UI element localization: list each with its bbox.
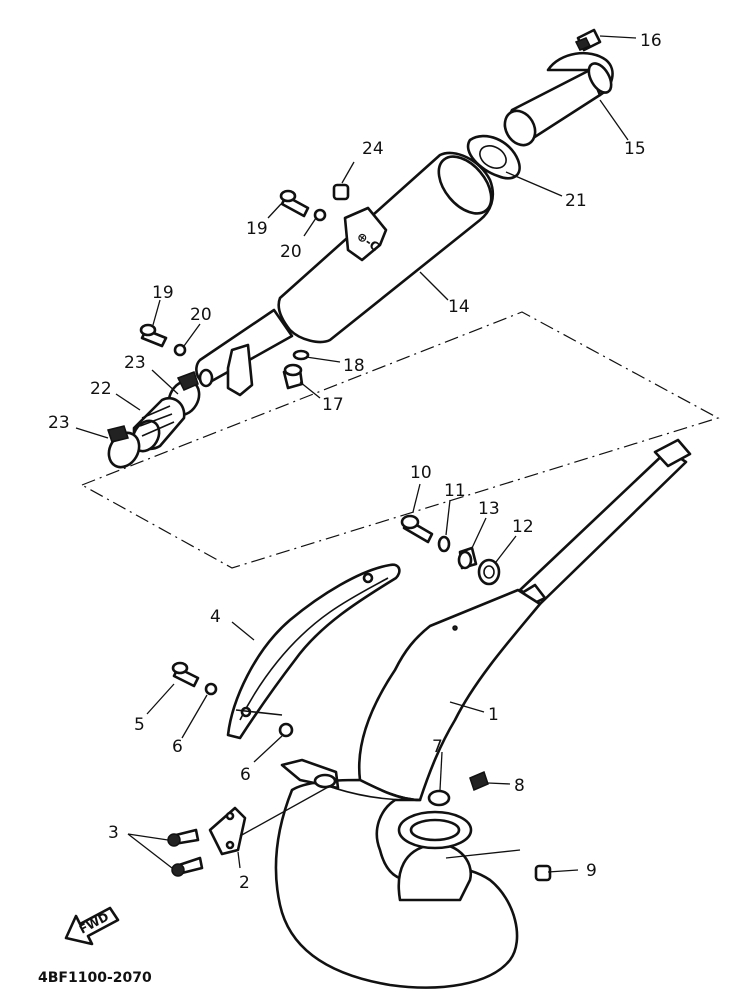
- fwd-arrow-icon: FWD: [64, 906, 120, 946]
- washer-6-upper-part: [204, 682, 218, 696]
- collar-13-part: [457, 546, 478, 570]
- callout-24: 24: [362, 139, 384, 159]
- callout-18: 18: [343, 356, 365, 376]
- stud-8-part: [469, 770, 489, 792]
- callout-19-upper: 19: [246, 219, 268, 239]
- grommet-12-part: [477, 558, 501, 586]
- callout-10: 10: [410, 463, 432, 483]
- end-cap-part: [503, 51, 614, 147]
- washer-6-lower-part: [278, 722, 294, 738]
- callout-1: 1: [488, 705, 499, 725]
- bolt-16-part: [574, 28, 602, 52]
- callout-21: 21: [565, 191, 587, 211]
- nut-9-part: [534, 864, 552, 882]
- callout-23-lower: 23: [48, 413, 70, 433]
- bracket-2-part: [208, 806, 247, 856]
- bolt-19-lower-part: [139, 323, 168, 348]
- nut-24-part: [332, 183, 350, 201]
- callout-20-lower: 20: [190, 305, 212, 325]
- bolt-10-part: [400, 514, 434, 544]
- gasket-part: [466, 134, 521, 180]
- gasket-7-part: [427, 789, 451, 807]
- callout-4: 4: [210, 607, 221, 627]
- callout-19-lower: 19: [152, 283, 174, 303]
- bolt-3-lower-part: [171, 856, 204, 877]
- heat-guard-part: [226, 563, 401, 740]
- callout-14: 14: [448, 297, 470, 317]
- bolt-3-upper-part: [167, 828, 200, 847]
- leader-lines: [75, 35, 637, 873]
- callout-8: 8: [514, 776, 525, 796]
- callout-12: 12: [512, 517, 534, 537]
- washer-20-upper-part: [313, 208, 327, 222]
- bolt-5-part: [171, 661, 200, 688]
- diagram-code: 4BF1100-2070: [38, 970, 152, 986]
- callout-13: 13: [478, 499, 500, 519]
- callout-9: 9: [586, 861, 597, 881]
- expansion-chamber-part: [274, 438, 692, 989]
- callout-6-upper: 6: [172, 737, 183, 757]
- washer-20-lower-part: [173, 343, 187, 357]
- callout-11: 11: [444, 481, 466, 501]
- clamp-23-lower-part: [107, 425, 141, 469]
- callout-22: 22: [90, 379, 112, 399]
- bolt-19-upper-part: [279, 189, 310, 218]
- callout-17: 17: [322, 395, 344, 415]
- washer-11-part: [437, 535, 451, 553]
- callout-15: 15: [624, 139, 646, 159]
- bolt-17-part: [282, 363, 304, 390]
- muffler-part: ⊕-C: [195, 151, 495, 397]
- callout-5: 5: [134, 715, 145, 735]
- callout-16: 16: [640, 31, 662, 51]
- callout-2: 2: [239, 873, 250, 893]
- callout-3: 3: [108, 823, 119, 843]
- washer-18-part: [292, 349, 310, 361]
- callout-7: 7: [432, 737, 443, 757]
- callout-20-upper: 20: [280, 242, 302, 262]
- callout-23-upper: 23: [124, 353, 146, 373]
- muffler-group-outline: [80, 311, 720, 569]
- callout-6-lower: 6: [240, 765, 251, 785]
